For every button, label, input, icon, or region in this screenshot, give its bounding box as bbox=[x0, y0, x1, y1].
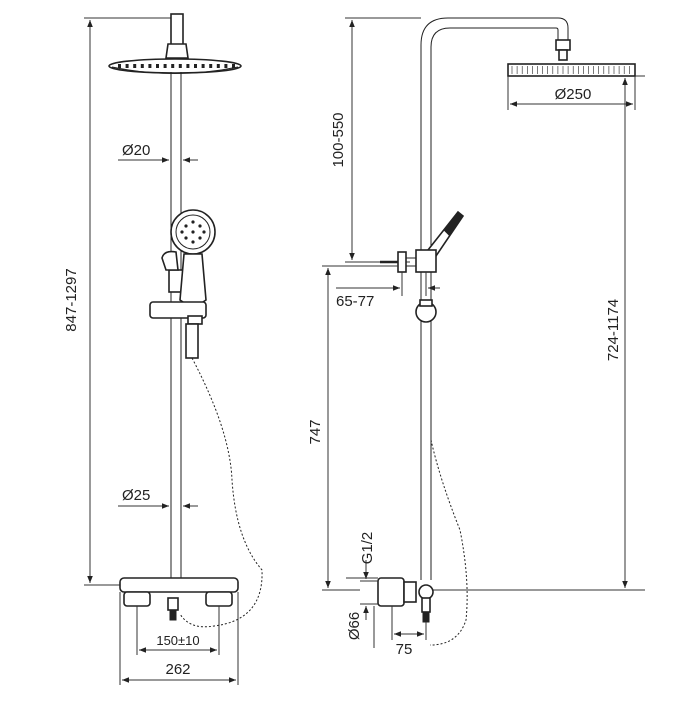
thread-dimension: G1/2 bbox=[359, 532, 378, 620]
nozzle bbox=[156, 64, 159, 68]
nozzle bbox=[209, 64, 213, 68]
hand-nozzle bbox=[180, 230, 184, 234]
offset-label: 75 bbox=[396, 641, 413, 658]
offset-dimension: 75 bbox=[391, 606, 427, 658]
upper-pipe-dimension: Ø20 bbox=[118, 142, 198, 163]
nozzle bbox=[224, 64, 228, 68]
mixer-width-label: 262 bbox=[165, 661, 190, 678]
hand-nozzle bbox=[191, 220, 195, 224]
height-range-label: 847-1297 bbox=[63, 268, 80, 331]
hand-shower-front bbox=[161, 209, 216, 306]
inlet-diameter-label: Ø66 bbox=[346, 612, 363, 640]
wall-bracket-dimension: 65-77 bbox=[336, 272, 440, 310]
side-view: Ø250 724-1174 100-550 bbox=[307, 17, 645, 658]
wall-bracket-label: 65-77 bbox=[336, 293, 374, 310]
lower-pipe-dimension: Ø25 bbox=[118, 487, 198, 509]
head-height-dimension: 724-1174 bbox=[432, 75, 645, 591]
nozzle bbox=[178, 64, 182, 68]
nozzle bbox=[148, 64, 152, 68]
top-extension-label: 100-550 bbox=[330, 112, 347, 167]
nozzle bbox=[201, 64, 205, 68]
bracket-height-dimension: 747 bbox=[307, 265, 398, 591]
head-diameter-label: Ø250 bbox=[555, 86, 592, 103]
lower-pipe-side bbox=[415, 249, 468, 646]
nozzle bbox=[171, 64, 175, 68]
hand-nozzle bbox=[202, 230, 206, 234]
hand-nozzle bbox=[184, 224, 188, 228]
lower-pipe-diameter-label: Ø25 bbox=[122, 487, 150, 504]
rain-head-side bbox=[507, 63, 636, 77]
nozzle bbox=[140, 64, 144, 68]
inlet-spacing-label: 150±10 bbox=[156, 633, 199, 648]
nozzle bbox=[125, 64, 129, 68]
nozzle bbox=[163, 64, 167, 68]
upper-pipe-diameter-label: Ø20 bbox=[122, 142, 150, 159]
front-view: 847-1297 Ø20 bbox=[63, 13, 263, 685]
nozzle bbox=[186, 64, 190, 68]
riser-pipe-front bbox=[168, 72, 184, 578]
hand-shower-nozzles bbox=[180, 220, 206, 244]
shower-hose bbox=[179, 323, 263, 628]
nozzle bbox=[133, 64, 137, 68]
rain-head-front bbox=[108, 13, 242, 74]
mixer-body-side bbox=[377, 577, 434, 623]
nozzle bbox=[118, 64, 121, 68]
top-extension-dimension: 100-550 bbox=[330, 17, 421, 263]
mixer-width-dimension: 262 bbox=[119, 592, 239, 685]
rain-head-side-ticks bbox=[511, 66, 630, 74]
hand-nozzle bbox=[191, 240, 195, 244]
nozzle bbox=[216, 64, 220, 68]
slide-holder-front bbox=[149, 301, 207, 325]
nozzle bbox=[232, 64, 235, 68]
hand-nozzle bbox=[184, 236, 188, 240]
mixer-body-front bbox=[119, 577, 239, 621]
bracket-height-label: 747 bbox=[307, 419, 324, 444]
rain-head-nozzles bbox=[118, 64, 235, 68]
nozzle bbox=[194, 64, 197, 68]
height-dimension: 847-1297 bbox=[63, 17, 178, 586]
hand-nozzle bbox=[191, 230, 195, 234]
head-height-label: 724-1174 bbox=[605, 299, 622, 361]
wall-bracket bbox=[380, 251, 416, 273]
hand-nozzle bbox=[198, 224, 202, 228]
inlet-spacing-dimension: 150±10 bbox=[136, 606, 220, 655]
thread-label: G1/2 bbox=[359, 532, 376, 565]
head-diameter-dimension: Ø250 bbox=[507, 76, 636, 110]
hand-nozzle bbox=[198, 236, 202, 240]
inlet-diameter-dimension: Ø66 bbox=[346, 577, 378, 648]
overhead-arm bbox=[420, 17, 571, 250]
